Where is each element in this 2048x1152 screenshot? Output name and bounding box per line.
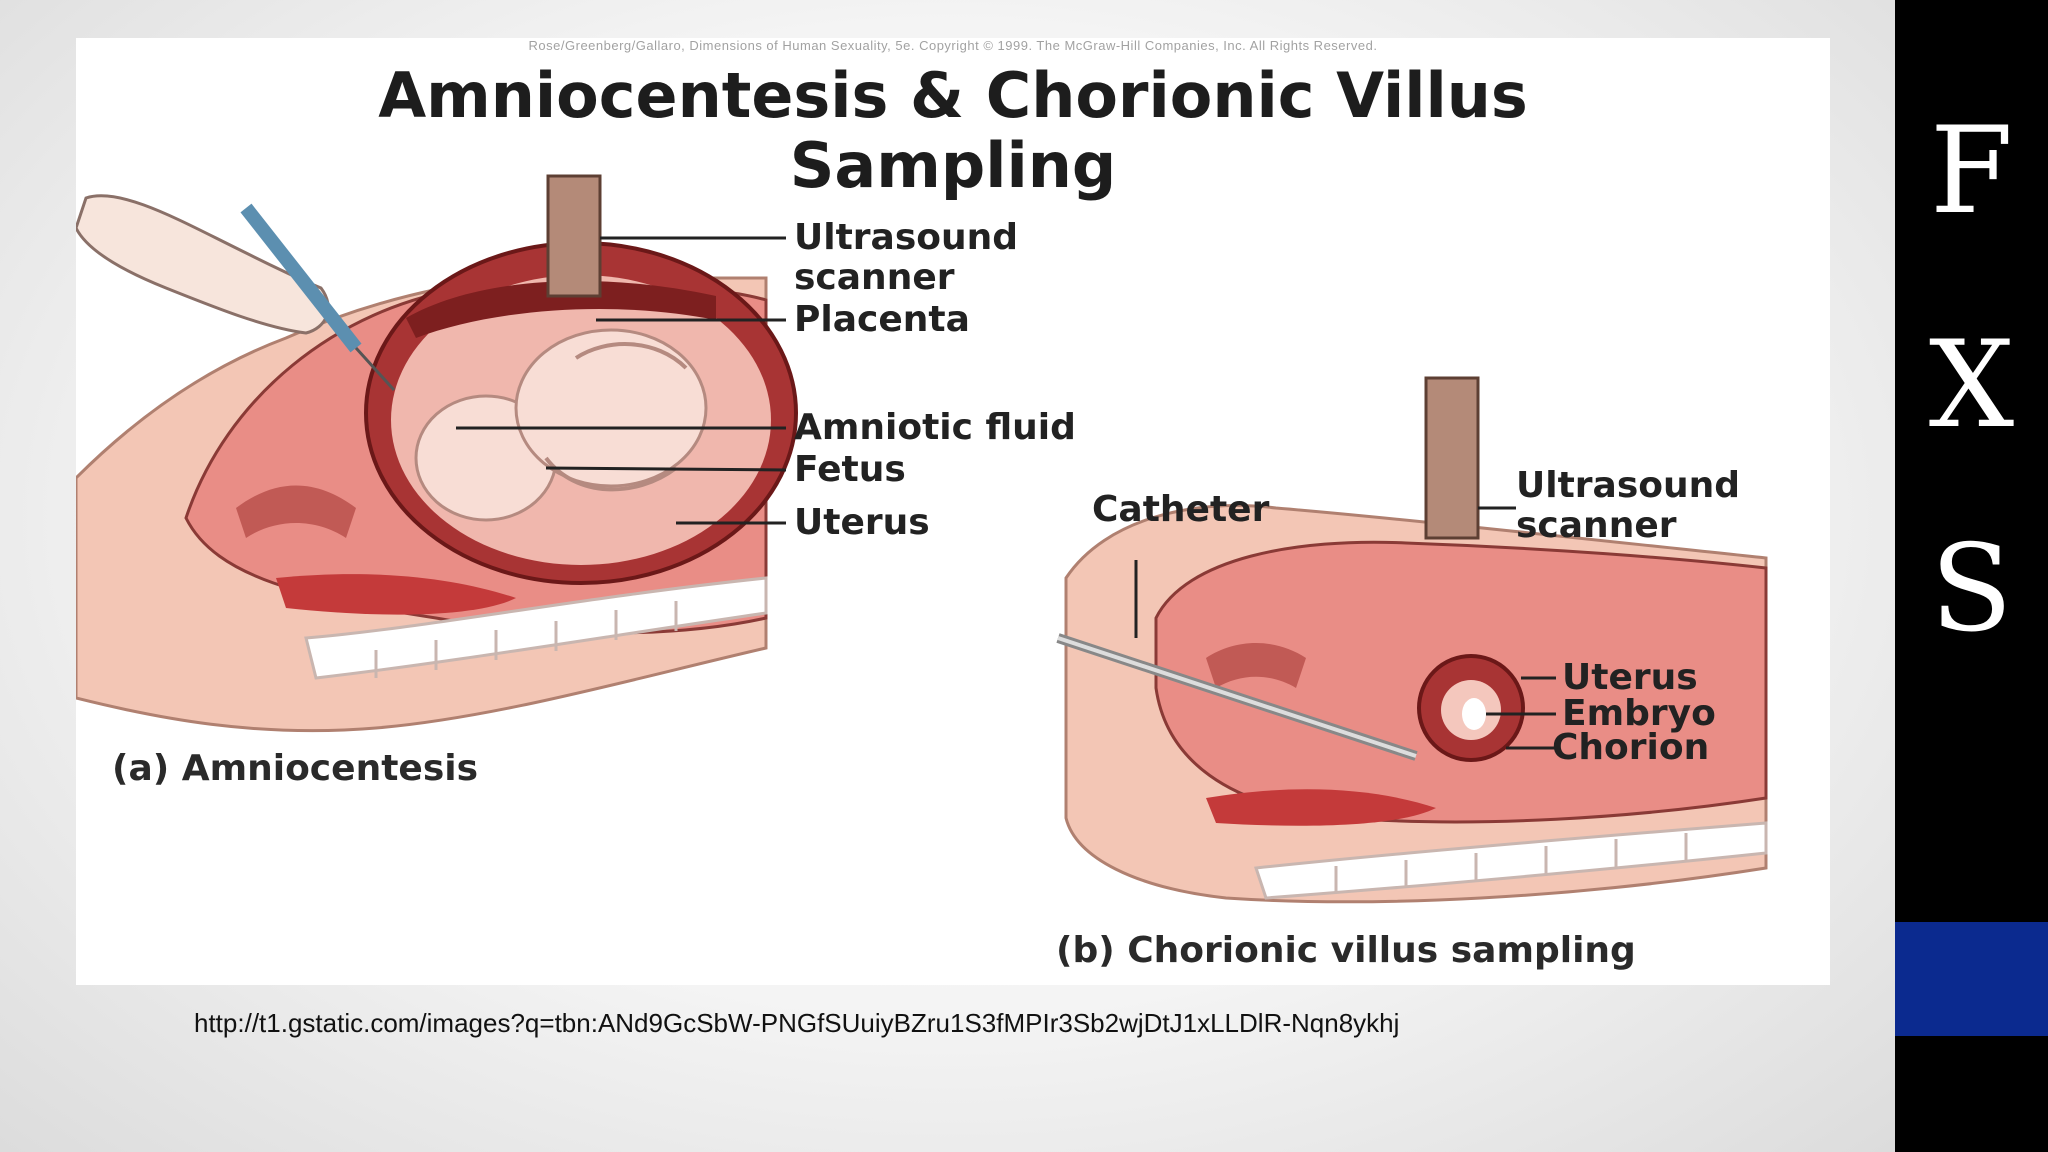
source-url-link[interactable]: http://t1.gstatic.com/images?q=tbn:ANd9G… (194, 1008, 1400, 1038)
label-chorion: Chorion (1552, 727, 1710, 768)
label-embryo: Embryo (1562, 693, 1716, 734)
label-placenta: Placenta (794, 299, 970, 340)
sidebar-letter-x: X (1928, 316, 2015, 455)
sidebar-letter-s: S (1930, 520, 2013, 659)
panel-b-drawing (1056, 376, 1768, 904)
label-text: Ultrasound scanner (1516, 465, 1741, 546)
diagram-title-line2: Sampling (789, 129, 1117, 202)
diagram-title-line1: Amniocentesis & Chorionic Villus (378, 59, 1528, 132)
label-catheter: Catheter (1092, 489, 1270, 530)
diagram-illustration (76, 174, 1768, 904)
panel-a-drawing (76, 174, 798, 733)
slide: Rose/Greenberg/Gallaro, Dimensions of Hu… (0, 0, 1895, 1152)
brand-sidebar: F X S (1895, 0, 2048, 1152)
diagram-figure: Rose/Greenberg/Gallaro, Dimensions of Hu… (76, 38, 1830, 985)
sidebar-letter-f: F (1929, 102, 2014, 241)
label-amniotic-fluid: Amniotic fluid (794, 407, 1076, 448)
label-uterus-a: Uterus (794, 502, 930, 543)
caption-amniocentesis: (a) Amniocentesis (112, 748, 479, 789)
label-uterus-b: Uterus (1562, 657, 1698, 698)
label-fetus: Fetus (794, 449, 906, 490)
label-ultrasound-scanner-b: Ultrasound scanner (1516, 466, 1740, 546)
caption-chorionic-villus-sampling: (b) Chorionic villus sampling (1056, 930, 1636, 971)
label-text: Ultrasound scanner (794, 217, 1019, 298)
sidebar-accent-block (1895, 922, 2048, 1036)
copyright-credit: Rose/Greenberg/Gallaro, Dimensions of Hu… (528, 38, 1378, 53)
label-ultrasound-scanner-a: Ultrasound scanner (794, 218, 1018, 298)
